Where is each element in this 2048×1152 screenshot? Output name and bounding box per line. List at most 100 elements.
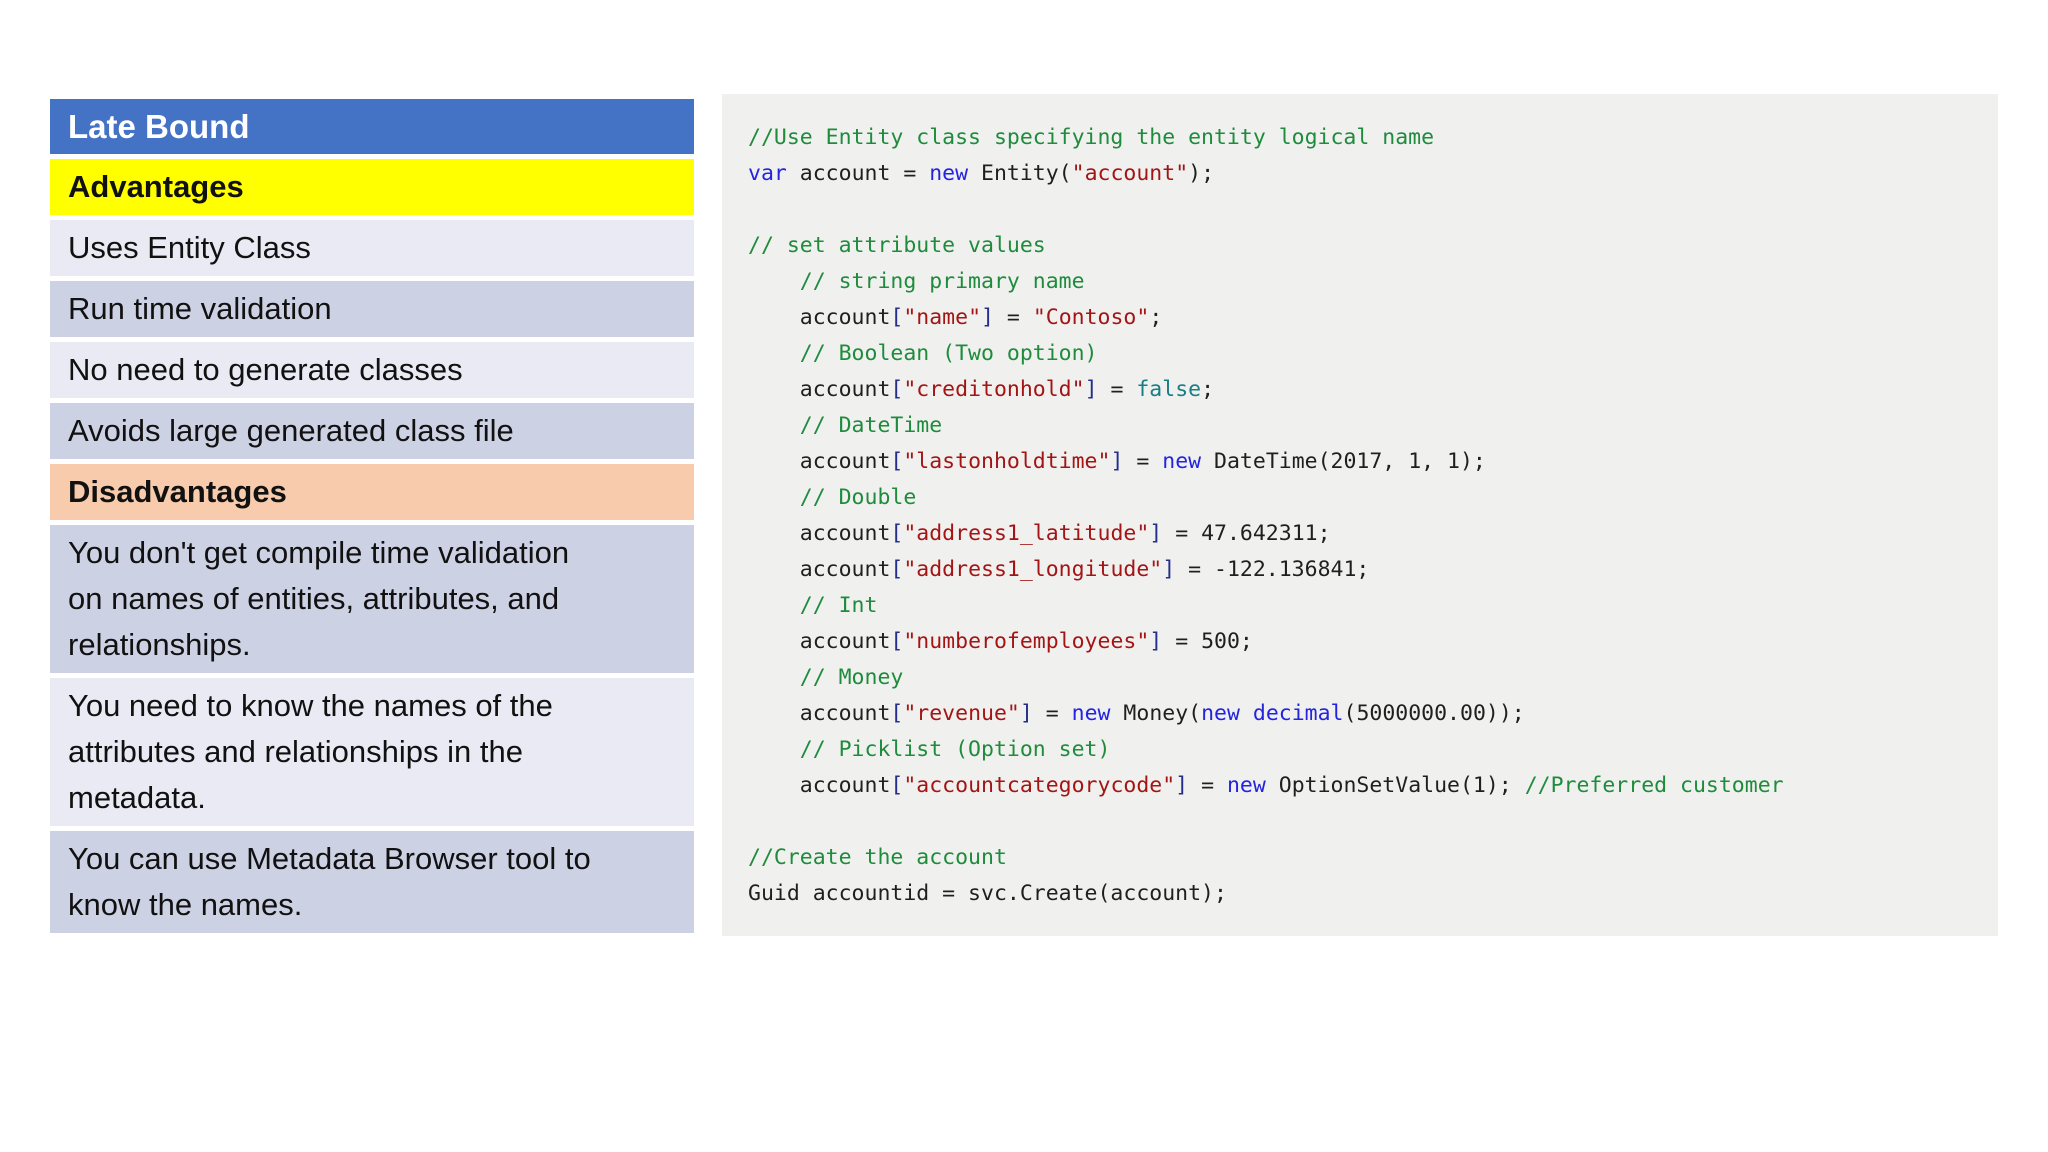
code-token xyxy=(1240,701,1253,726)
table-row: Run time validation xyxy=(50,281,694,337)
code-token xyxy=(748,485,800,510)
code-token: Money( xyxy=(1110,701,1202,726)
code-token xyxy=(748,665,800,690)
code-line: //Create the account xyxy=(748,840,1980,876)
code-token: ] xyxy=(1149,521,1163,546)
code-token: ] xyxy=(1084,377,1098,402)
code-token: "address1_latitude" xyxy=(903,521,1150,546)
code-token: account xyxy=(748,701,891,726)
code-token: = xyxy=(993,305,1033,330)
code-token: ); xyxy=(1188,161,1215,186)
code-line: account["accountcategorycode"] = new Opt… xyxy=(748,768,1980,804)
code-block: //Use Entity class specifying the entity… xyxy=(748,120,1980,912)
code-token: account = xyxy=(786,161,930,186)
code-token: = xyxy=(1097,377,1137,402)
code-line: account["address1_latitude"] = 47.642311… xyxy=(748,516,1980,552)
code-token: //Use Entity class specifying the entity… xyxy=(748,125,1435,150)
code-token: // Money xyxy=(799,665,904,690)
code-token: // DateTime xyxy=(799,413,943,438)
code-token: [ xyxy=(890,377,904,402)
table-row: Disadvantages xyxy=(50,464,694,520)
code-line: // DateTime xyxy=(748,408,1980,444)
code-token: account xyxy=(748,629,891,654)
code-token: ; xyxy=(1149,305,1163,330)
code-token: "lastonholdtime" xyxy=(903,449,1111,474)
code-token: = xyxy=(1188,773,1227,798)
code-line xyxy=(748,804,1980,840)
table-row: You need to know the names of the attrib… xyxy=(50,678,694,826)
code-token: [ xyxy=(890,701,904,726)
code-token: ] xyxy=(1110,449,1124,474)
code-token: = xyxy=(1123,449,1163,474)
code-token: var xyxy=(748,161,787,186)
code-line: // string primary name xyxy=(748,264,1980,300)
code-token: new xyxy=(1162,449,1202,474)
code-token: // string primary name xyxy=(799,269,1085,294)
code-token: account xyxy=(748,305,891,330)
code-token: //Preferred customer xyxy=(1524,773,1784,798)
code-token: account xyxy=(748,557,891,582)
code-token: [ xyxy=(890,557,904,582)
code-token: new xyxy=(1226,773,1266,798)
table-row: Avoids large generated class file xyxy=(50,403,694,459)
code-token: [ xyxy=(890,629,904,654)
code-token: = -122.136841; xyxy=(1175,557,1370,582)
code-token: //Create the account xyxy=(748,845,1007,870)
code-token: ; xyxy=(1201,377,1215,402)
code-line: // Int xyxy=(748,588,1980,624)
code-token xyxy=(748,737,800,762)
code-token: ] xyxy=(981,305,994,330)
code-token: "Contoso" xyxy=(1032,305,1150,330)
code-token xyxy=(748,269,800,294)
code-line: account["address1_longitude"] = -122.136… xyxy=(748,552,1980,588)
code-token: account xyxy=(748,521,891,546)
code-token: account xyxy=(748,449,891,474)
table-row: You don't get compile time validation on… xyxy=(50,525,694,673)
code-token: Entity( xyxy=(968,161,1072,186)
code-token: = 500; xyxy=(1162,629,1253,654)
code-token: "creditonhold" xyxy=(903,377,1085,402)
code-token: [ xyxy=(890,773,904,798)
code-line: account["numberofemployees"] = 500; xyxy=(748,624,1980,660)
code-token: [ xyxy=(890,521,904,546)
code-token: ] xyxy=(1162,557,1176,582)
code-token: // Int xyxy=(799,593,878,618)
code-line xyxy=(748,192,1980,228)
code-token: account xyxy=(748,773,891,798)
code-line: // set attribute values xyxy=(748,228,1980,264)
code-token: ] xyxy=(1175,773,1189,798)
code-token: OptionSetValue(1); xyxy=(1265,773,1525,798)
code-token: new xyxy=(1071,701,1111,726)
code-line: account["lastonholdtime"] = new DateTime… xyxy=(748,444,1980,480)
code-line: // Boolean (Two option) xyxy=(748,336,1980,372)
code-token: [ xyxy=(890,305,904,330)
table-row: You can use Metadata Browser tool to kno… xyxy=(50,831,694,933)
code-line: var account = new Entity("account"); xyxy=(748,156,1980,192)
code-token: false xyxy=(1136,377,1202,402)
code-token: DateTime(2017, 1, 1); xyxy=(1201,449,1486,474)
code-token: = 47.642311; xyxy=(1162,521,1331,546)
code-token: new xyxy=(1201,701,1240,726)
code-token: // Picklist (Option set) xyxy=(799,737,1111,762)
code-token: // Boolean (Two option) xyxy=(799,341,1098,366)
code-token: new xyxy=(929,161,969,186)
code-token: // set attribute values xyxy=(748,233,1046,258)
code-line: // Money xyxy=(748,660,1980,696)
table-row: Advantages xyxy=(50,159,694,215)
code-token: account xyxy=(748,377,891,402)
code-line: account["creditonhold"] = false; xyxy=(748,372,1980,408)
code-token: "numberofemployees" xyxy=(903,629,1150,654)
code-line: // Picklist (Option set) xyxy=(748,732,1980,768)
table-header: Late Bound xyxy=(50,99,694,154)
code-token: decimal xyxy=(1252,701,1344,726)
code-token: = xyxy=(1032,701,1072,726)
code-line: Guid accountid = svc.Create(account); xyxy=(748,876,1980,912)
table-row: No need to generate classes xyxy=(50,342,694,398)
code-token: Guid accountid = svc.Create(account); xyxy=(748,881,1227,906)
code-line: account["revenue"] = new Money(new decim… xyxy=(748,696,1980,732)
code-panel: //Use Entity class specifying the entity… xyxy=(722,94,1998,936)
code-token: "name" xyxy=(903,305,982,330)
code-token: "address1_longitude" xyxy=(903,557,1163,582)
